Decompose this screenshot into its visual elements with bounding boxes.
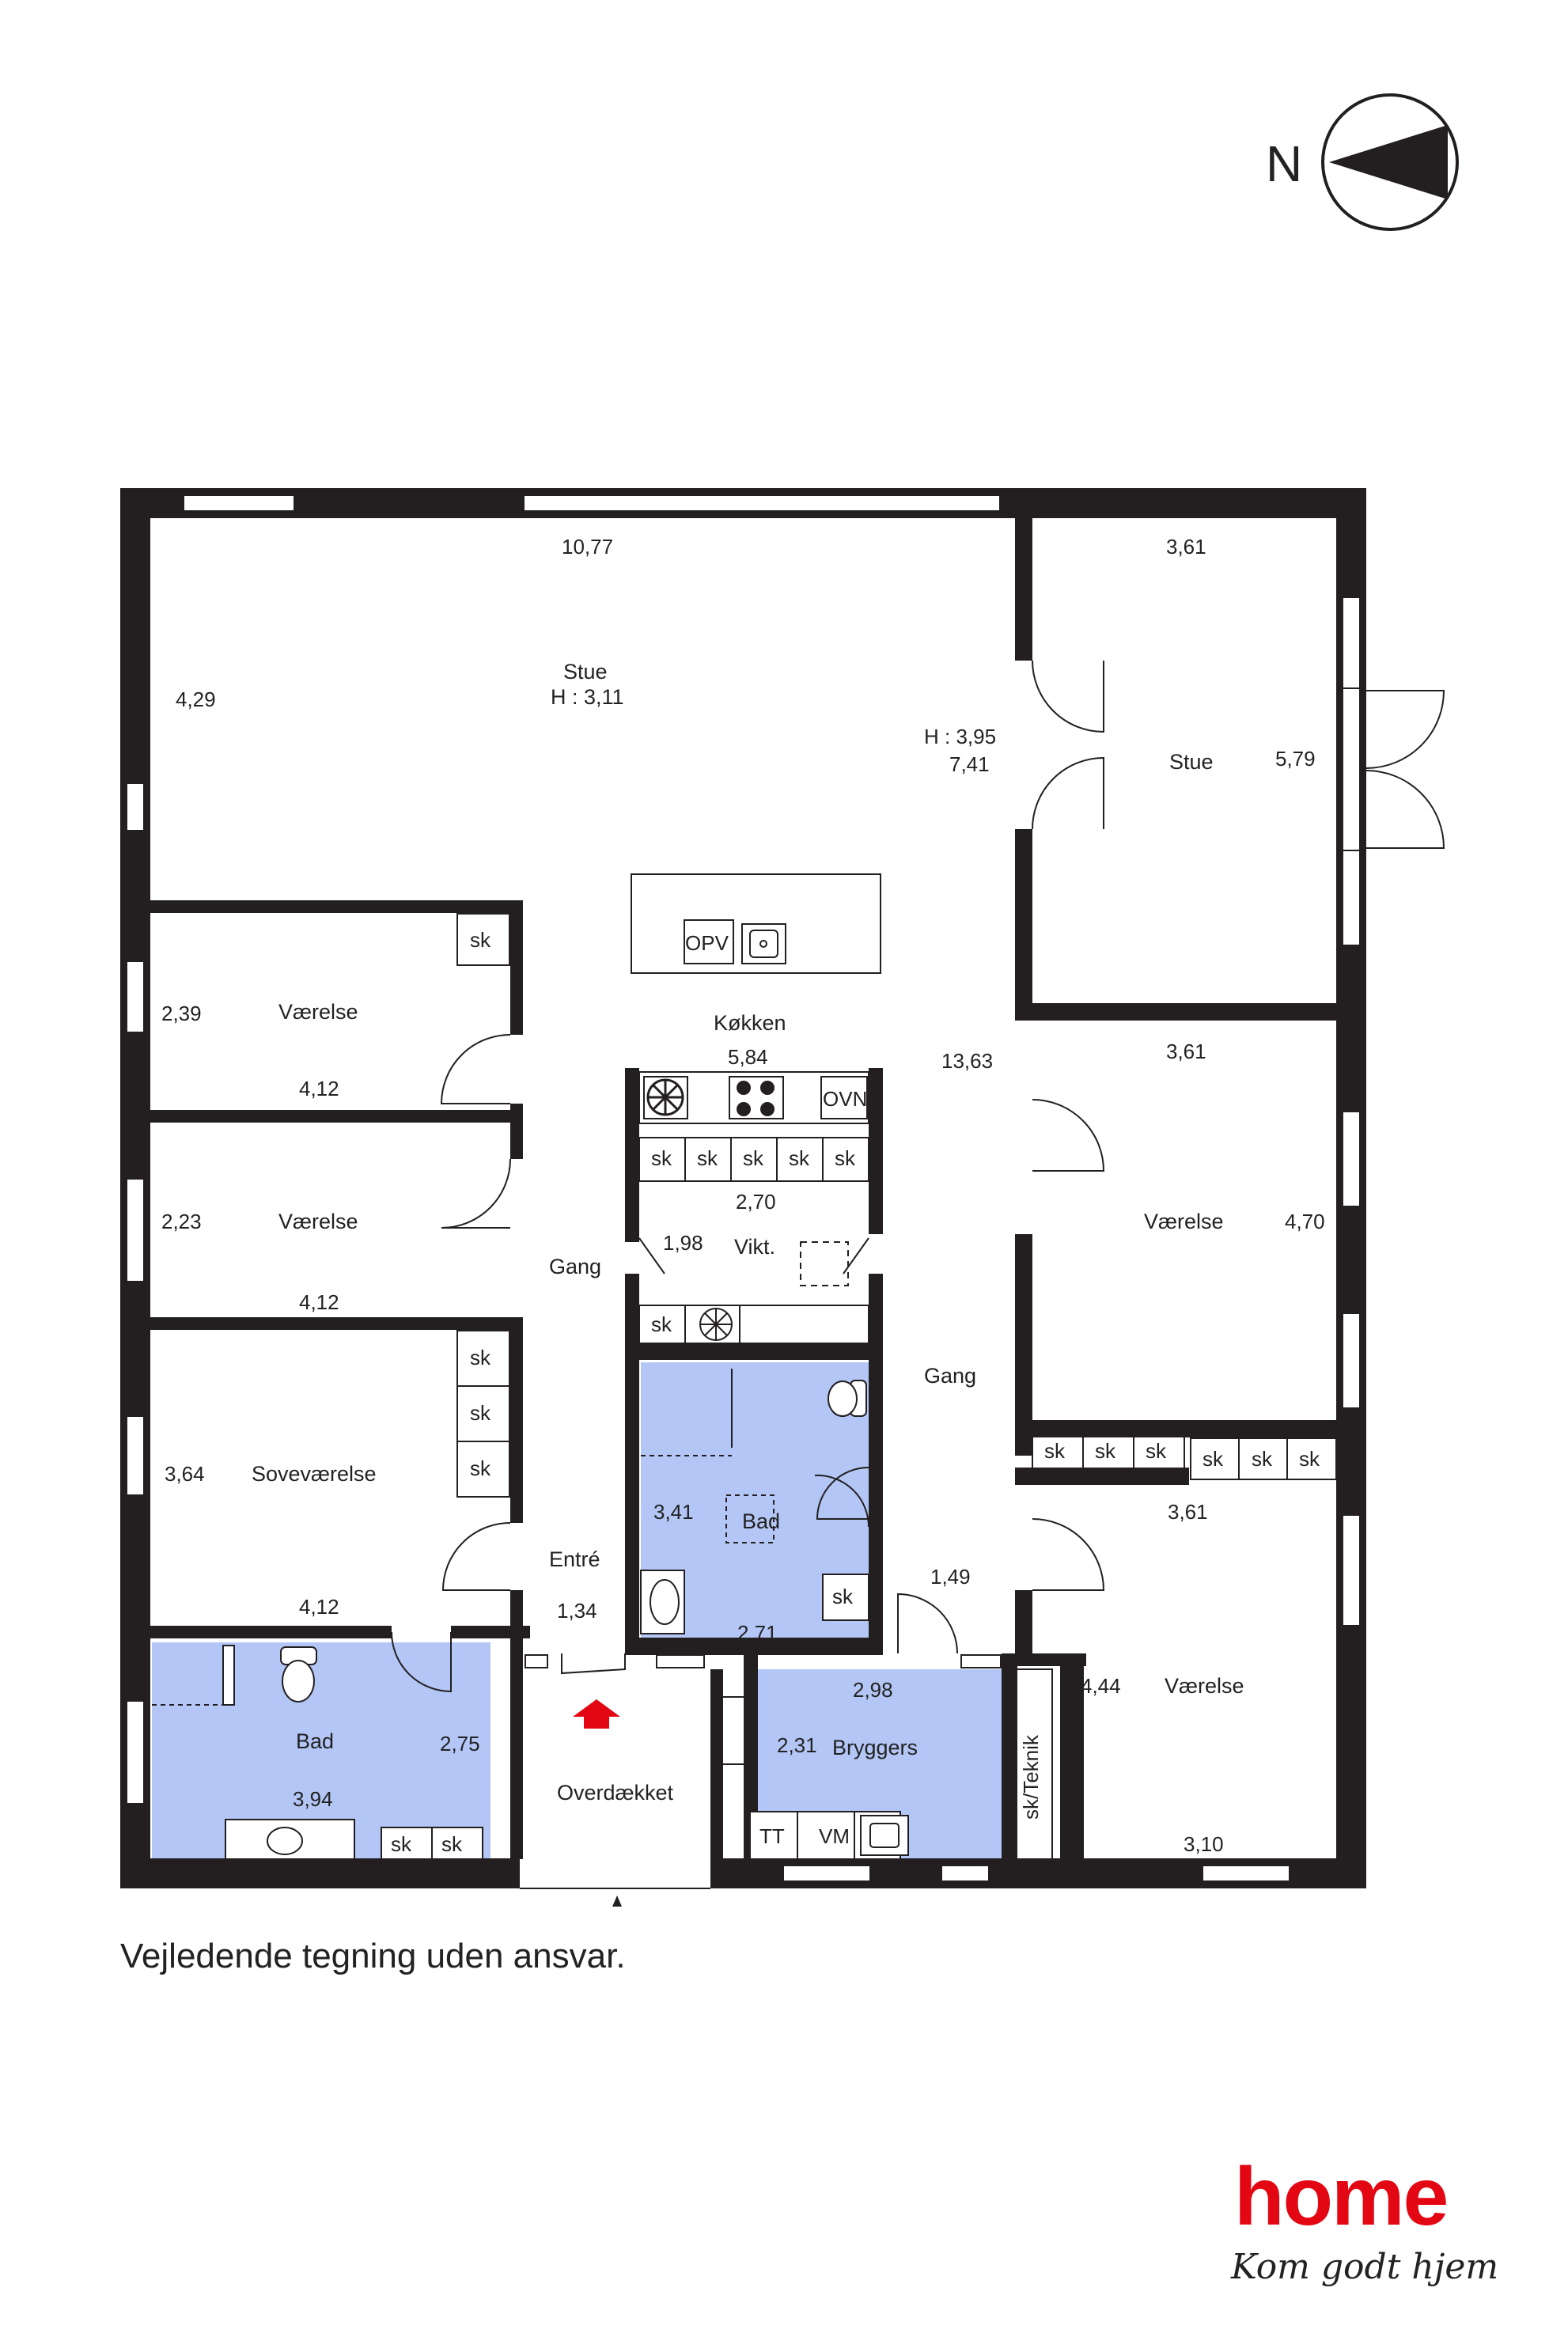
stue-side-name: Stue bbox=[1169, 750, 1214, 774]
sk-kitchen-5: sk bbox=[835, 1146, 856, 1170]
compass-north-label: N bbox=[1266, 135, 1303, 192]
vikt-name: Vikt. bbox=[734, 1235, 775, 1259]
vaerelse-2-name: Værelse bbox=[278, 1210, 358, 1233]
sk-kitchen-3: sk bbox=[743, 1146, 764, 1170]
entry-frames bbox=[525, 1654, 1002, 1668]
home-logo-tagline: Kom godt hjem bbox=[1231, 2247, 1499, 2287]
sk-sove-3: sk bbox=[470, 1456, 491, 1480]
bad-2-fixtures bbox=[640, 1369, 870, 1634]
outer-walls bbox=[120, 488, 1366, 1888]
vaerelse-2-width: 4,12 bbox=[299, 1290, 339, 1314]
stue-side-depth: 5,79 bbox=[1275, 747, 1316, 771]
koekken-width: 5,84 bbox=[728, 1045, 768, 1069]
sk-bad1-1: sk bbox=[391, 1832, 412, 1856]
bad-2-counter bbox=[638, 1305, 869, 1344]
porch-marker-icon bbox=[612, 1896, 622, 1907]
vaerelse-3-name: Værelse bbox=[1144, 1210, 1224, 1233]
overdaekket-name: Overdækket bbox=[557, 1781, 674, 1805]
bad-2-name: Bad bbox=[742, 1509, 780, 1533]
stue-main-height: H : 3,11 bbox=[551, 685, 624, 709]
fan-icon bbox=[646, 1078, 684, 1116]
left-windows bbox=[126, 782, 145, 1805]
sk-vaerelse-1: sk bbox=[470, 928, 491, 952]
teknik-label: sk/Teknik bbox=[1019, 1734, 1043, 1820]
sk-v3-1: sk bbox=[1044, 1439, 1066, 1463]
gang-2-width: 1,49 bbox=[930, 1565, 971, 1589]
vikt-depth: 1,98 bbox=[663, 1231, 703, 1255]
sk-v4-3: sk bbox=[1299, 1447, 1320, 1471]
sk-kitchen-1: sk bbox=[651, 1146, 672, 1170]
vaerelse-4-bottom: 3,10 bbox=[1184, 1832, 1224, 1856]
right-windows bbox=[1342, 597, 1361, 1627]
vaerelse-3-width: 3,61 bbox=[1166, 1040, 1206, 1063]
stove-icon bbox=[737, 1081, 775, 1116]
gang-1-name: Gang bbox=[549, 1255, 601, 1278]
interior-walls bbox=[150, 518, 1366, 1859]
kitchen-island bbox=[631, 873, 881, 974]
vaerelse-1-depth: 2,39 bbox=[161, 1002, 202, 1025]
sk-kitchen-4: sk bbox=[789, 1146, 810, 1170]
disclaimer-text: Vejledende tegning uden ansvar. bbox=[120, 1937, 626, 1975]
vaerelse-2-depth: 2,23 bbox=[161, 1210, 202, 1233]
vaerelse-4-depth: 4,44 bbox=[1081, 1674, 1121, 1698]
entre-name: Entré bbox=[549, 1547, 600, 1571]
tt-label: TT bbox=[759, 1824, 785, 1848]
entrance-arrow-icon bbox=[573, 1699, 620, 1729]
north-arrow-icon bbox=[1321, 93, 1459, 231]
vaerelse-4-name: Værelse bbox=[1165, 1674, 1244, 1698]
bad-1-name: Bad bbox=[296, 1729, 334, 1753]
sk-sove-2: sk bbox=[470, 1401, 491, 1425]
bedroom-closets bbox=[456, 913, 1337, 1860]
doors bbox=[391, 660, 1105, 1765]
vaerelse-1-width: 4,12 bbox=[299, 1077, 339, 1100]
vikt-width: 2,70 bbox=[736, 1190, 776, 1214]
sk-v3-3: sk bbox=[1146, 1439, 1167, 1463]
stue-main-depth: 4,29 bbox=[176, 687, 216, 711]
bryggers-width: 2,98 bbox=[853, 1678, 893, 1702]
sove-name: Soveværelse bbox=[252, 1462, 377, 1486]
vm-label: VM bbox=[819, 1824, 850, 1848]
ovn-label: OVN bbox=[823, 1087, 867, 1111]
bryggers-fixtures bbox=[749, 1811, 909, 1860]
sk-kitchen-2: sk bbox=[697, 1146, 718, 1170]
gang-2-length: 13,63 bbox=[941, 1049, 993, 1073]
vaerelse-1-name: Værelse bbox=[278, 1000, 358, 1024]
sk-v4-2: sk bbox=[1252, 1447, 1273, 1471]
stue-main-width: 10,77 bbox=[562, 535, 613, 559]
bryggers-name: Bryggers bbox=[832, 1736, 918, 1759]
vaerelse-3-depth: 4,70 bbox=[1285, 1210, 1325, 1233]
terrace-door bbox=[1365, 690, 1445, 849]
bad-1-width: 3,94 bbox=[293, 1787, 333, 1811]
entre-width: 1,34 bbox=[557, 1599, 597, 1623]
vikt-hatch bbox=[800, 1241, 849, 1286]
bad-2-depth: 3,41 bbox=[653, 1500, 694, 1524]
sove-width: 4,12 bbox=[299, 1595, 339, 1619]
vaerelse-4-width: 3,61 bbox=[1168, 1500, 1208, 1524]
stue-side-height: H : 3,95 bbox=[924, 725, 996, 748]
bad-1-fixtures bbox=[152, 1645, 483, 1860]
bad-2-width: 2,71 bbox=[737, 1621, 778, 1645]
sove-depth: 3,64 bbox=[165, 1462, 205, 1486]
opv-label: OPV bbox=[685, 931, 729, 955]
koekken-name: Køkken bbox=[714, 1011, 786, 1035]
stue-side-extra: 7,41 bbox=[949, 752, 990, 776]
home-logo: home bbox=[1234, 2151, 1449, 2243]
sk-v3-2: sk bbox=[1095, 1439, 1116, 1463]
sk-v4-1: sk bbox=[1203, 1447, 1224, 1471]
kitchen-counter bbox=[638, 1071, 869, 1182]
sk-sove-1: sk bbox=[470, 1346, 491, 1369]
stue-side-width: 3,61 bbox=[1166, 535, 1206, 559]
bottom-windows bbox=[782, 1865, 1290, 1882]
gang-2-name: Gang bbox=[924, 1364, 976, 1388]
bryggers-depth: 2,31 bbox=[777, 1733, 817, 1757]
top-windows bbox=[183, 494, 1001, 512]
sk-bad2-counter: sk bbox=[651, 1312, 672, 1336]
sk-bad1-2: sk bbox=[441, 1832, 463, 1856]
stue-main-name: Stue bbox=[563, 660, 608, 684]
sk-bad2: sk bbox=[832, 1585, 854, 1608]
bad-1-depth: 2,75 bbox=[440, 1732, 480, 1755]
